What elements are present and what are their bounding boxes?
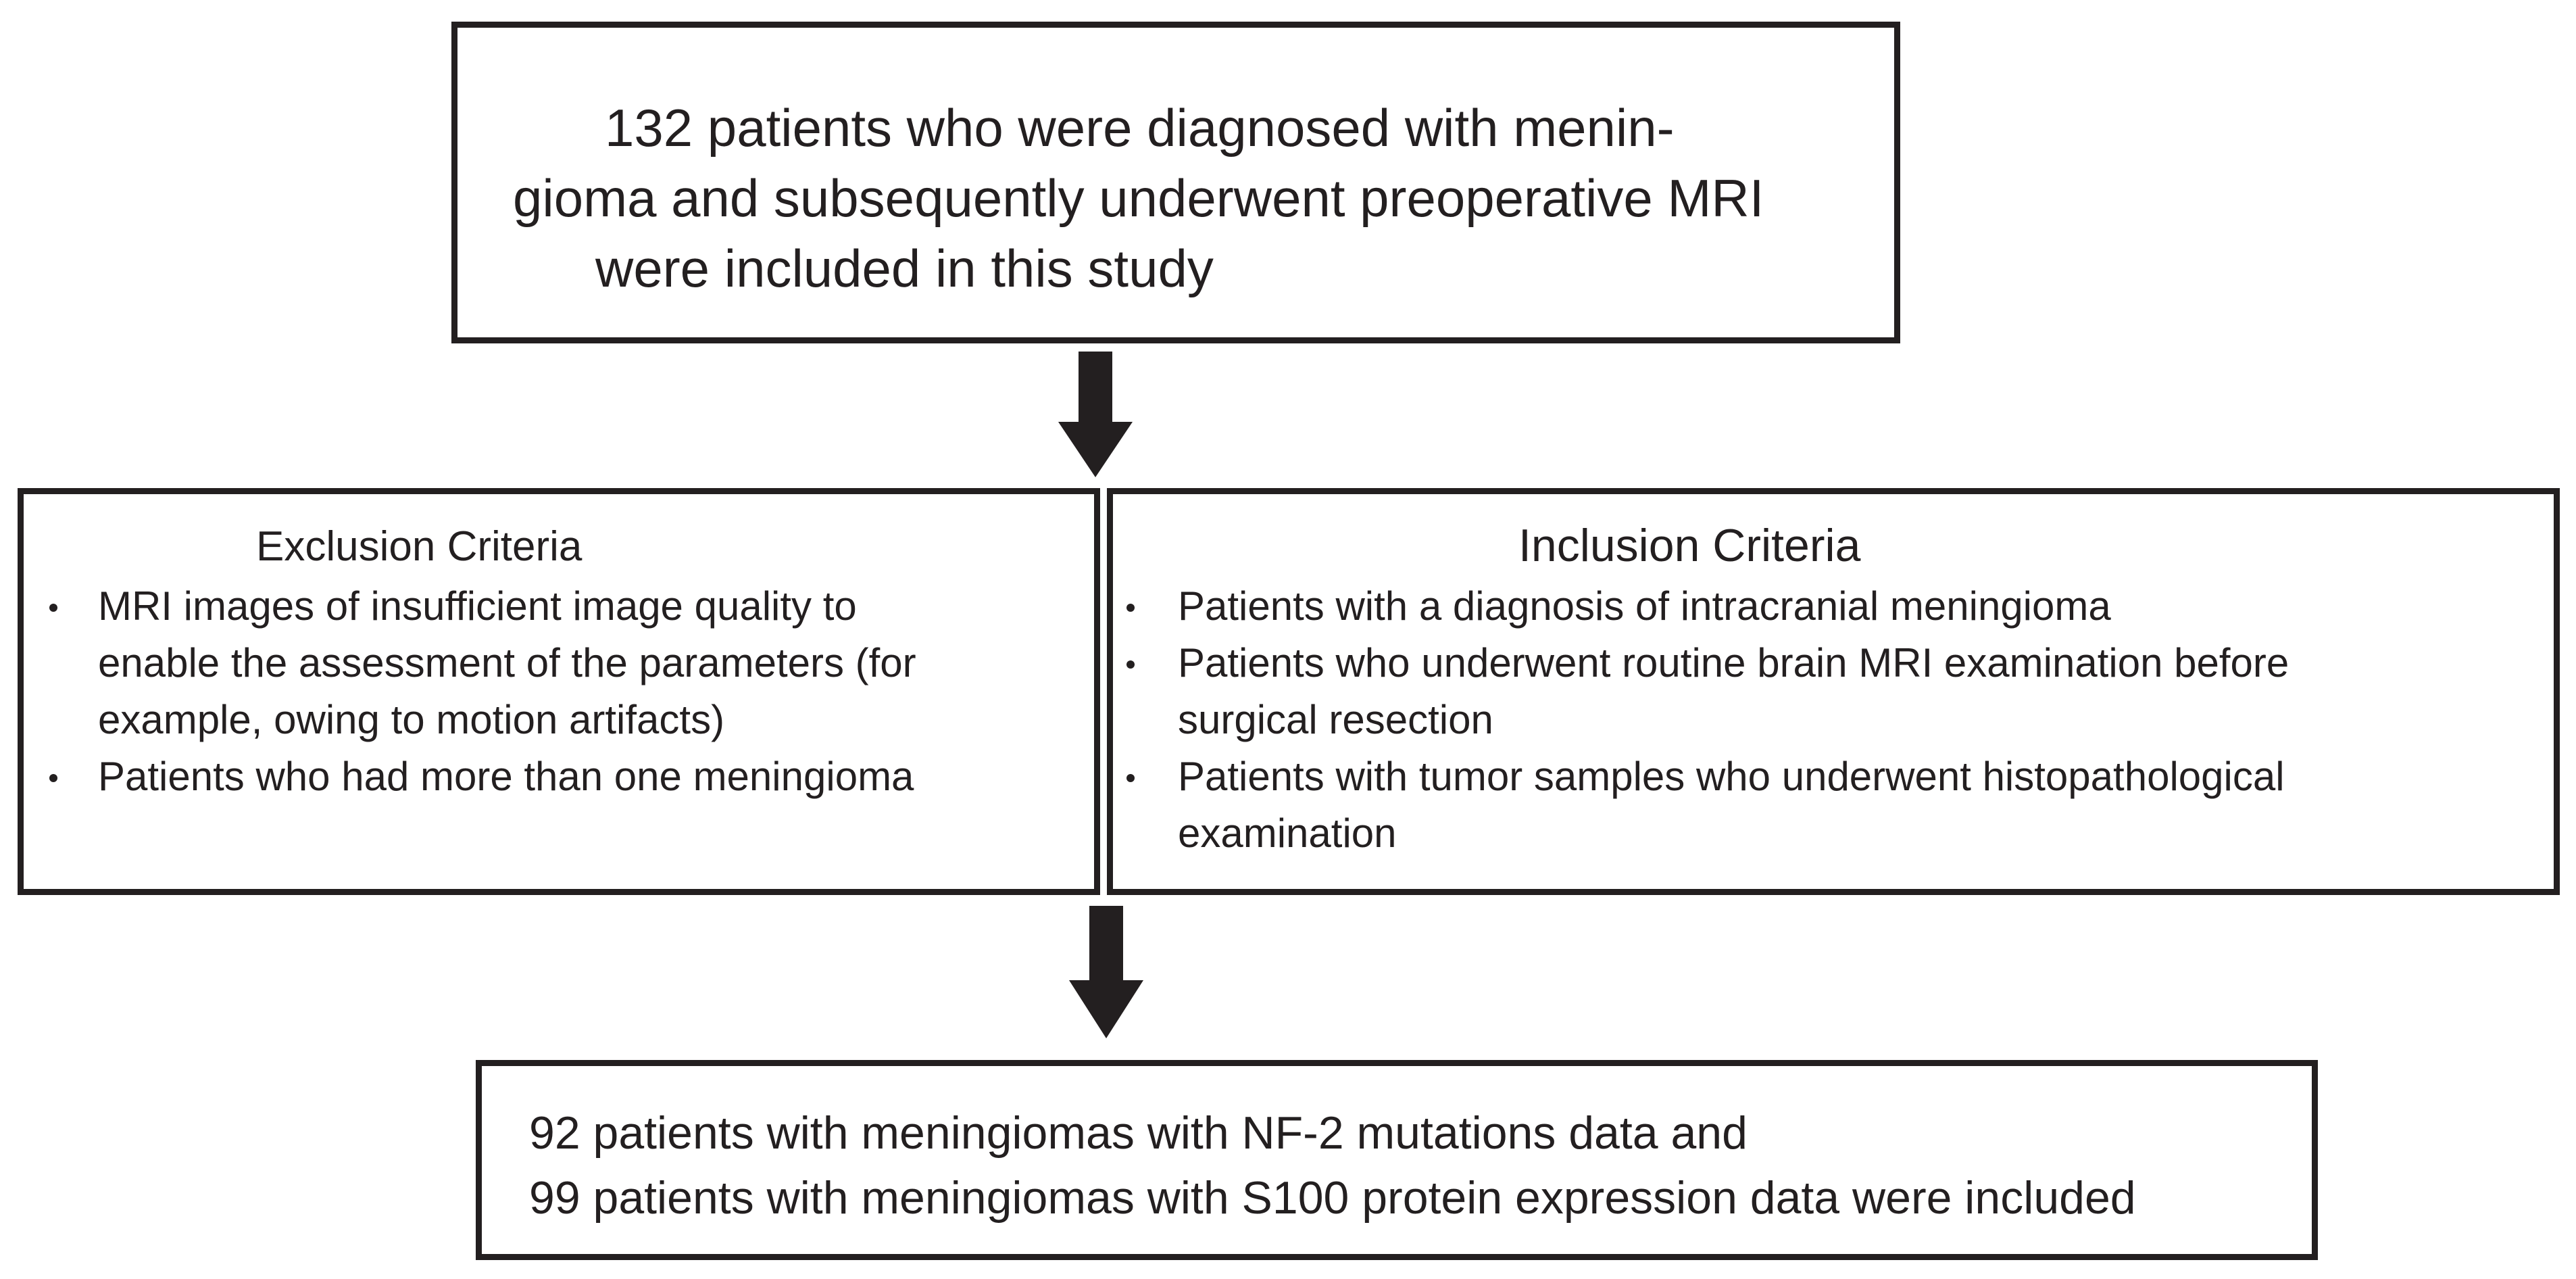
inclusion-heading: Inclusion Criteria — [1518, 520, 1861, 571]
inclusion-item-1: Patients with a diagnosis of intracrania… — [1126, 578, 2289, 635]
exclusion-item-1: MRI images of insufficient image quality… — [49, 578, 916, 748]
exclusion-item-2-line-1: Patients who had more than one meningiom… — [98, 754, 914, 799]
inclusion-item-2-line-2: surgical resection — [1178, 697, 1493, 742]
inclusion-item-2-line-1: Patients who underwent routine brain MRI… — [1178, 640, 2289, 685]
inclusion-list: Patients with a diagnosis of intracrania… — [1126, 578, 2289, 862]
down-arrow-1 — [1058, 352, 1133, 477]
inclusion-item-3: Patients with tumor samples who underwen… — [1126, 748, 2289, 862]
bullet-icon — [1126, 774, 1135, 782]
down-arrow-1-shaft — [1079, 352, 1112, 427]
inclusion-item-3-line-1: Patients with tumor samples who underwen… — [1178, 754, 2285, 799]
inclusion-item-3-line-2: examination — [1178, 811, 1397, 856]
down-arrow-2 — [1069, 906, 1143, 1038]
exclusion-item-2: Patients who had more than one meningiom… — [49, 748, 916, 805]
bottom-box-line-1: 92 patients with meningiomas with NF-2 m… — [529, 1107, 1748, 1159]
top-box-line-3: were included in this study — [595, 239, 1214, 298]
inclusion-item-2: Patients who underwent routine brain MRI… — [1126, 635, 2289, 748]
inclusion-criteria-box: Inclusion Criteria Patients with a diagn… — [1107, 488, 2560, 895]
exclusion-heading: Exclusion Criteria — [256, 523, 583, 570]
exclusion-item-1-line-2: enable the assessment of the parameters … — [98, 640, 916, 685]
exclusion-item-1-line-1: MRI images of insufficient image quality… — [98, 583, 857, 629]
bottom-box-line-2: 99 patients with meningiomas with S100 p… — [529, 1172, 2136, 1224]
bullet-icon — [1126, 604, 1135, 612]
down-arrow-2-shaft — [1089, 906, 1123, 986]
exclusion-list: MRI images of insufficient image quality… — [49, 578, 916, 805]
top-box-line-2: gioma and subsequently underwent preoper… — [513, 168, 1764, 228]
study-population-box: 132 patients who were diagnosed with men… — [451, 22, 1900, 343]
bullet-icon — [49, 604, 57, 612]
exclusion-item-1-line-3: example, owing to motion artifacts) — [98, 697, 725, 742]
down-arrow-1-head — [1058, 422, 1133, 477]
bullet-icon — [1126, 660, 1135, 669]
exclusion-criteria-box: Exclusion Criteria MRI images of insuffi… — [18, 488, 1100, 895]
inclusion-item-1-line-1: Patients with a diagnosis of intracrania… — [1178, 583, 2111, 629]
down-arrow-2-head — [1069, 980, 1143, 1038]
bullet-icon — [49, 774, 57, 782]
top-box-line-1: 132 patients who were diagnosed with men… — [605, 98, 1675, 158]
final-cohort-box: 92 patients with meningiomas with NF-2 m… — [476, 1060, 2318, 1260]
